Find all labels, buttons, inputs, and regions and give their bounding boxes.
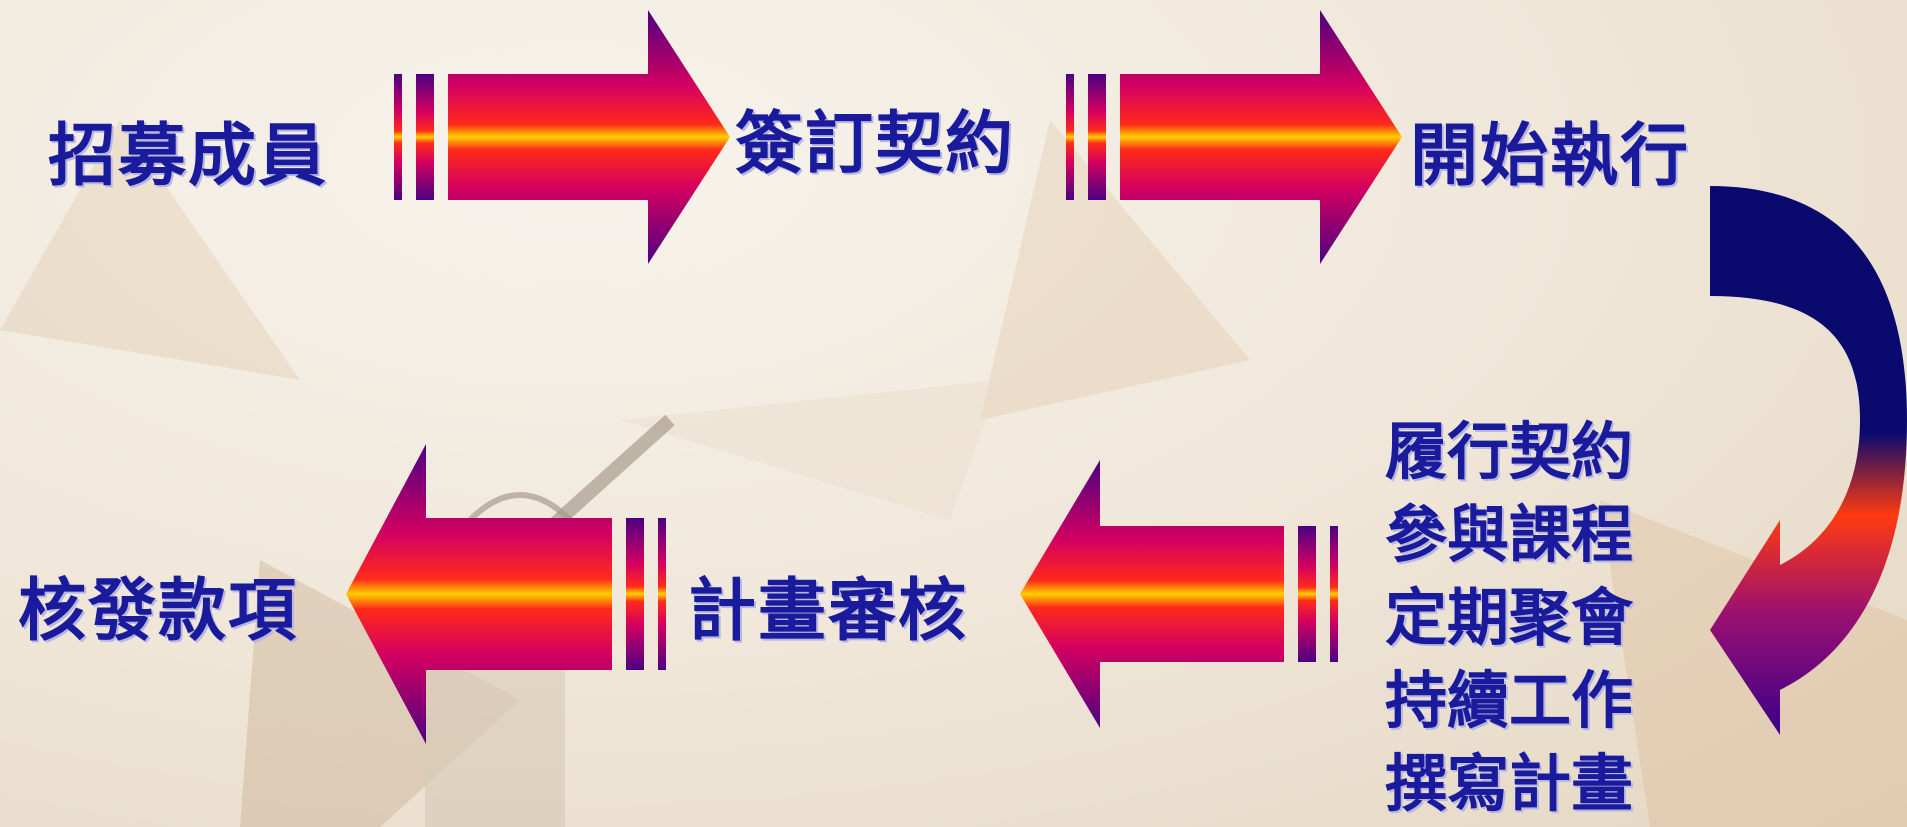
task-fulfill-contract: 履行契約 (1385, 415, 1634, 488)
task-write-plan: 撰寫計畫 (1385, 747, 1634, 820)
step-recruit-members: 招募成員 (48, 117, 329, 196)
task-attend-course: 參與課程 (1385, 498, 1634, 571)
step-sign-contract: 簽訂契約 (735, 105, 1016, 184)
step-grant-funds: 核發款項 (18, 572, 299, 651)
step-plan-review: 計畫審核 (688, 572, 969, 651)
task-continue-work: 持續工作 (1385, 664, 1634, 737)
arrow-right-1 (394, 10, 730, 264)
arrow-right-2 (1066, 10, 1402, 264)
step-start-execution: 開始執行 (1410, 117, 1691, 196)
curved-arrow-down (1710, 186, 1907, 735)
step-execution-tasks: 履行契約 參與課程 定期聚會 持續工作 撰寫計畫 (1385, 410, 1633, 825)
arrow-left-3 (1020, 460, 1338, 728)
task-regular-meeting: 定期聚會 (1385, 581, 1634, 654)
arrow-left-4 (346, 444, 666, 744)
